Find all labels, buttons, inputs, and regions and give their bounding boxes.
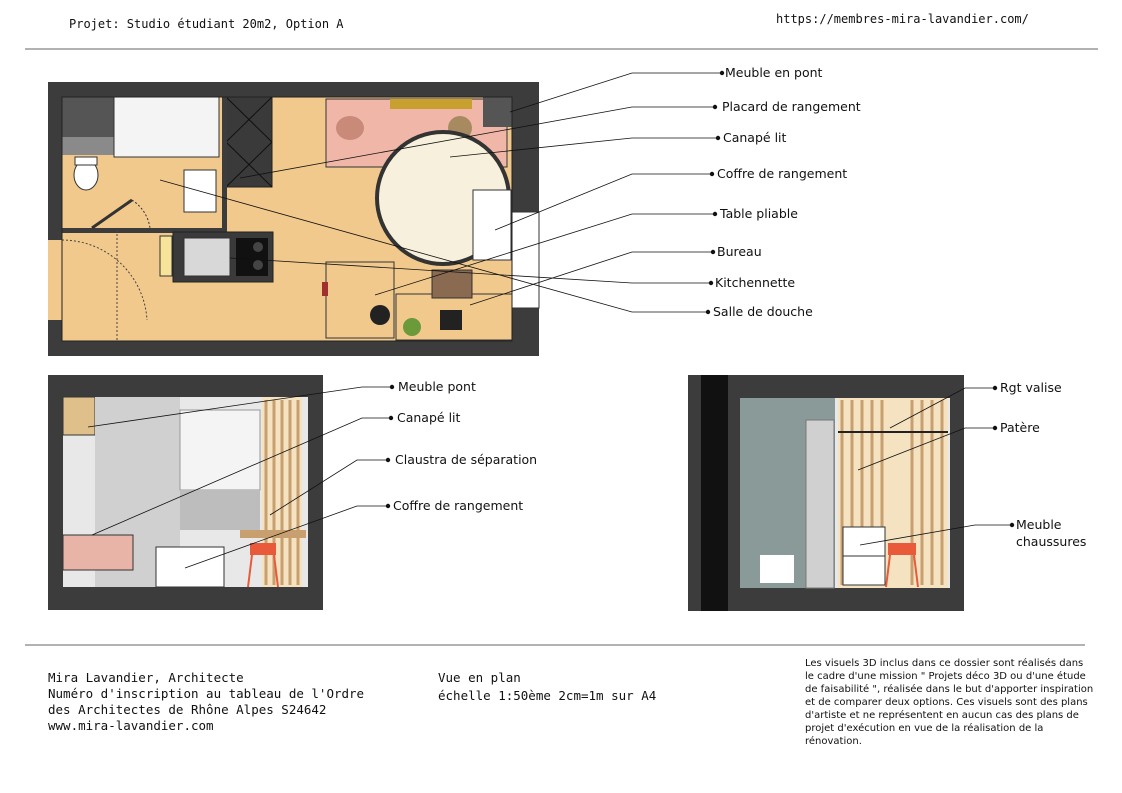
footer-scale: échelle 1:50ème 2cm=1m sur A4 xyxy=(438,688,657,703)
label-placard-rangement: Placard de rangement xyxy=(722,99,861,114)
label-canape-lit-elev: Canapé lit xyxy=(397,410,461,425)
label-table-pliable: Table pliable xyxy=(720,206,798,221)
header-url: https://membres-mira-lavandier.com/ xyxy=(776,12,1029,26)
label-coffre-rangement-elev: Coffre de rangement xyxy=(393,498,524,513)
elevation-left xyxy=(48,375,323,610)
footer-author: Mira Lavandier, Architecte xyxy=(48,670,244,685)
footer-website[interactable]: www.mira-lavandier.com xyxy=(48,718,214,733)
label-salle-de-douche: Salle de douche xyxy=(713,304,813,319)
label-claustra: Claustra de séparation xyxy=(395,452,538,467)
footer-registration-1: Numéro d'inscription au tableau de l'Ord… xyxy=(48,686,365,701)
elevation-right xyxy=(688,375,964,611)
floor-plan xyxy=(48,82,540,356)
footer-registration-2: des Architectes de Rhône Alpes S24642 xyxy=(48,702,327,717)
project-title: Projet: Studio étudiant 20m2, Option A xyxy=(69,17,344,31)
label-kitchennette: Kitchennette xyxy=(715,275,796,290)
label-meuble: Meuble xyxy=(1016,517,1062,532)
elevation-right-leader-lines xyxy=(857,387,1012,546)
plan-leader-lines xyxy=(159,72,722,313)
footer-view: Vue en plan xyxy=(438,670,521,685)
label-meuble-en-pont: Meuble en pont xyxy=(725,65,823,80)
label-meuble-pont: Meuble pont xyxy=(398,379,476,394)
label-rgt-valise: Rgt valise xyxy=(1000,380,1062,395)
label-canape-lit: Canapé lit xyxy=(723,130,787,145)
label-coffre-rangement: Coffre de rangement xyxy=(717,166,848,181)
elevation-left-leader-lines xyxy=(87,386,392,569)
label-chaussures: chaussures xyxy=(1016,534,1087,549)
label-bureau: Bureau xyxy=(717,244,762,259)
label-patere: Patère xyxy=(1000,420,1040,435)
footer-disclaimer: Les visuels 3D inclus dans ce dossier so… xyxy=(805,658,1094,747)
